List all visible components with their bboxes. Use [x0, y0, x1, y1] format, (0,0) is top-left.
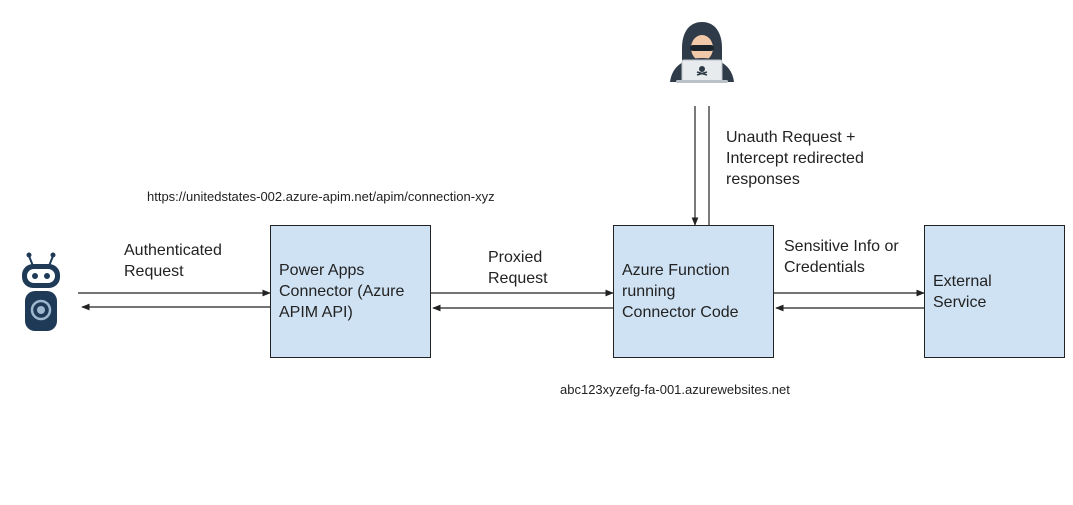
- external-service-label: External Service: [933, 272, 992, 311]
- authenticated-request-label: Authenticated Request: [124, 242, 222, 280]
- hacker-icon: [670, 22, 734, 83]
- proxied-request-label: Proxied Request: [488, 249, 548, 287]
- robot-icon: [22, 252, 60, 331]
- azure-function-box: Azure Function running Connector Code: [613, 225, 774, 358]
- unauth-request-label: Unauth Request + Intercept redirected re…: [726, 129, 864, 188]
- sensitive-info-label: Sensitive Info or Credentials: [784, 238, 899, 276]
- power-apps-connector-label: Power Apps Connector (Azure APIM API): [279, 262, 405, 321]
- power-apps-connector-box: Power Apps Connector (Azure APIM API): [270, 225, 431, 358]
- function-url: abc123xyzefg-fa-001.azurewebsites.net: [560, 382, 790, 397]
- external-service-box: External Service: [924, 225, 1065, 358]
- azure-function-label: Azure Function running Connector Code: [622, 262, 739, 321]
- apim-url: https://unitedstates-002.azure-apim.net/…: [147, 189, 495, 204]
